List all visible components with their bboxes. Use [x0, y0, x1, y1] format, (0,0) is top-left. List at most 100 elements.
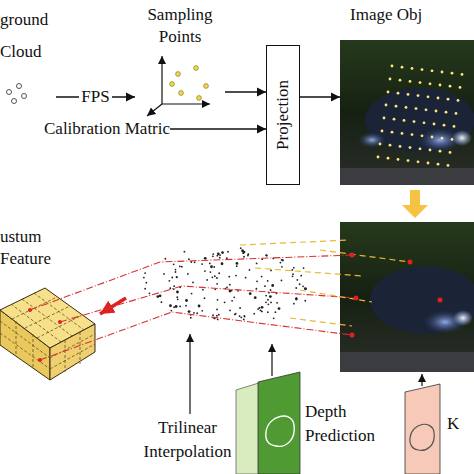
grid-dot: [421, 134, 424, 137]
cloud-point: [281, 280, 283, 282]
method-label: Trilinear Interpolation: [130, 416, 245, 464]
rotated-label: Projection: [273, 80, 293, 150]
cloud-point: [218, 314, 220, 316]
cloud-point: [275, 311, 277, 313]
yellow-rays: [240, 240, 410, 326]
cloud-point: [176, 276, 178, 278]
grid-dot: [427, 162, 430, 165]
cloud-point: [264, 285, 266, 287]
cloud-point: [266, 255, 268, 257]
cloud-point: [216, 277, 218, 279]
cloud-point: [255, 288, 257, 290]
grid-dot: [457, 99, 460, 102]
cloud-point: [144, 288, 146, 290]
cloud-point: [296, 279, 298, 281]
cloud-point: [243, 315, 245, 317]
cloud-point: [265, 301, 267, 303]
grid-dot: [451, 138, 454, 141]
cloud-point: [244, 316, 246, 318]
cloud-point: [300, 275, 302, 277]
cloud-point: [212, 253, 214, 255]
cloud-point: [221, 251, 224, 254]
grid-dot: [385, 104, 388, 107]
cloud-point: [231, 300, 233, 302]
cloud-point: [216, 255, 218, 257]
cloud-point: [212, 255, 214, 257]
grid-dot: [393, 118, 396, 121]
point-cloud-icon: [7, 84, 27, 104]
cloud-point: [303, 267, 305, 269]
node-label: ground Cloud: [0, 4, 56, 68]
grid-dot: [411, 67, 414, 70]
camera-image: [340, 40, 474, 185]
cloud-point: [304, 287, 307, 290]
frustum-feature-block: [0, 288, 95, 380]
grid-dot: [431, 69, 434, 72]
cloud-point: [293, 303, 295, 305]
cloud-point: [188, 310, 191, 313]
cloud-point: [185, 299, 188, 302]
cloud-point: [176, 296, 178, 298]
cloud-point: [216, 315, 218, 317]
cloud-point: [164, 258, 166, 260]
cloud-point: [280, 262, 282, 264]
grid-dot: [395, 105, 398, 108]
cloud-point: [245, 277, 247, 279]
cloud-point: [176, 276, 178, 278]
grid-dot: [451, 72, 454, 75]
cloud-point: [144, 272, 146, 274]
yellow-arrow: [402, 190, 428, 218]
grid-dot: [459, 86, 462, 89]
grid-dot: [439, 150, 442, 153]
cloud-point: [266, 254, 268, 256]
cloud-point: [169, 287, 171, 289]
cloud-point: [145, 282, 147, 284]
cloud-point: [261, 306, 264, 309]
grid-dot: [397, 92, 400, 95]
cloud-point: [261, 276, 263, 278]
cloud-point: [249, 292, 252, 295]
cloud-point: [233, 296, 235, 298]
cloud-point: [156, 295, 159, 298]
grid-dot: [437, 97, 440, 100]
text-node: ustum Feature: [0, 226, 60, 282]
cloud-point: [217, 299, 219, 301]
text-node: Calibration Matric: [44, 118, 170, 140]
cloud-point: [276, 302, 278, 304]
cloud-point: [171, 277, 173, 279]
cloud-point: [267, 299, 269, 301]
depth-panels: [236, 372, 440, 474]
cloud-point: [281, 266, 283, 268]
node-label: Sampling Points: [135, 4, 225, 48]
cloud-point: [256, 280, 258, 282]
cloud-point: [242, 251, 244, 253]
grid-dot: [397, 158, 400, 161]
grid-dot: [389, 78, 392, 81]
cloud-point: [227, 251, 229, 253]
cloud-point: [217, 319, 219, 321]
cloud-point: [226, 257, 228, 259]
process-box: Projection: [266, 45, 300, 185]
grid-dot: [427, 95, 430, 98]
axes-plot: [147, 56, 210, 116]
cloud-point: [192, 282, 194, 284]
cloud-point: [185, 305, 187, 307]
cloud-point: [234, 313, 236, 315]
grid-dot: [413, 120, 416, 123]
cloud-point: [187, 273, 189, 275]
grid-dot: [443, 124, 446, 127]
cloud-point: [253, 313, 255, 315]
cloud-point: [226, 286, 228, 288]
grid-dot: [399, 145, 402, 148]
sampling-dots: [170, 66, 209, 101]
grid-dot: [447, 164, 450, 167]
grid-dot: [429, 82, 432, 85]
cloud-point: [191, 293, 193, 295]
grid-dot: [441, 137, 444, 140]
grid-dot: [419, 81, 422, 84]
cloud-point: [229, 284, 231, 286]
grid-dot: [401, 132, 404, 135]
grid-dot: [391, 131, 394, 134]
